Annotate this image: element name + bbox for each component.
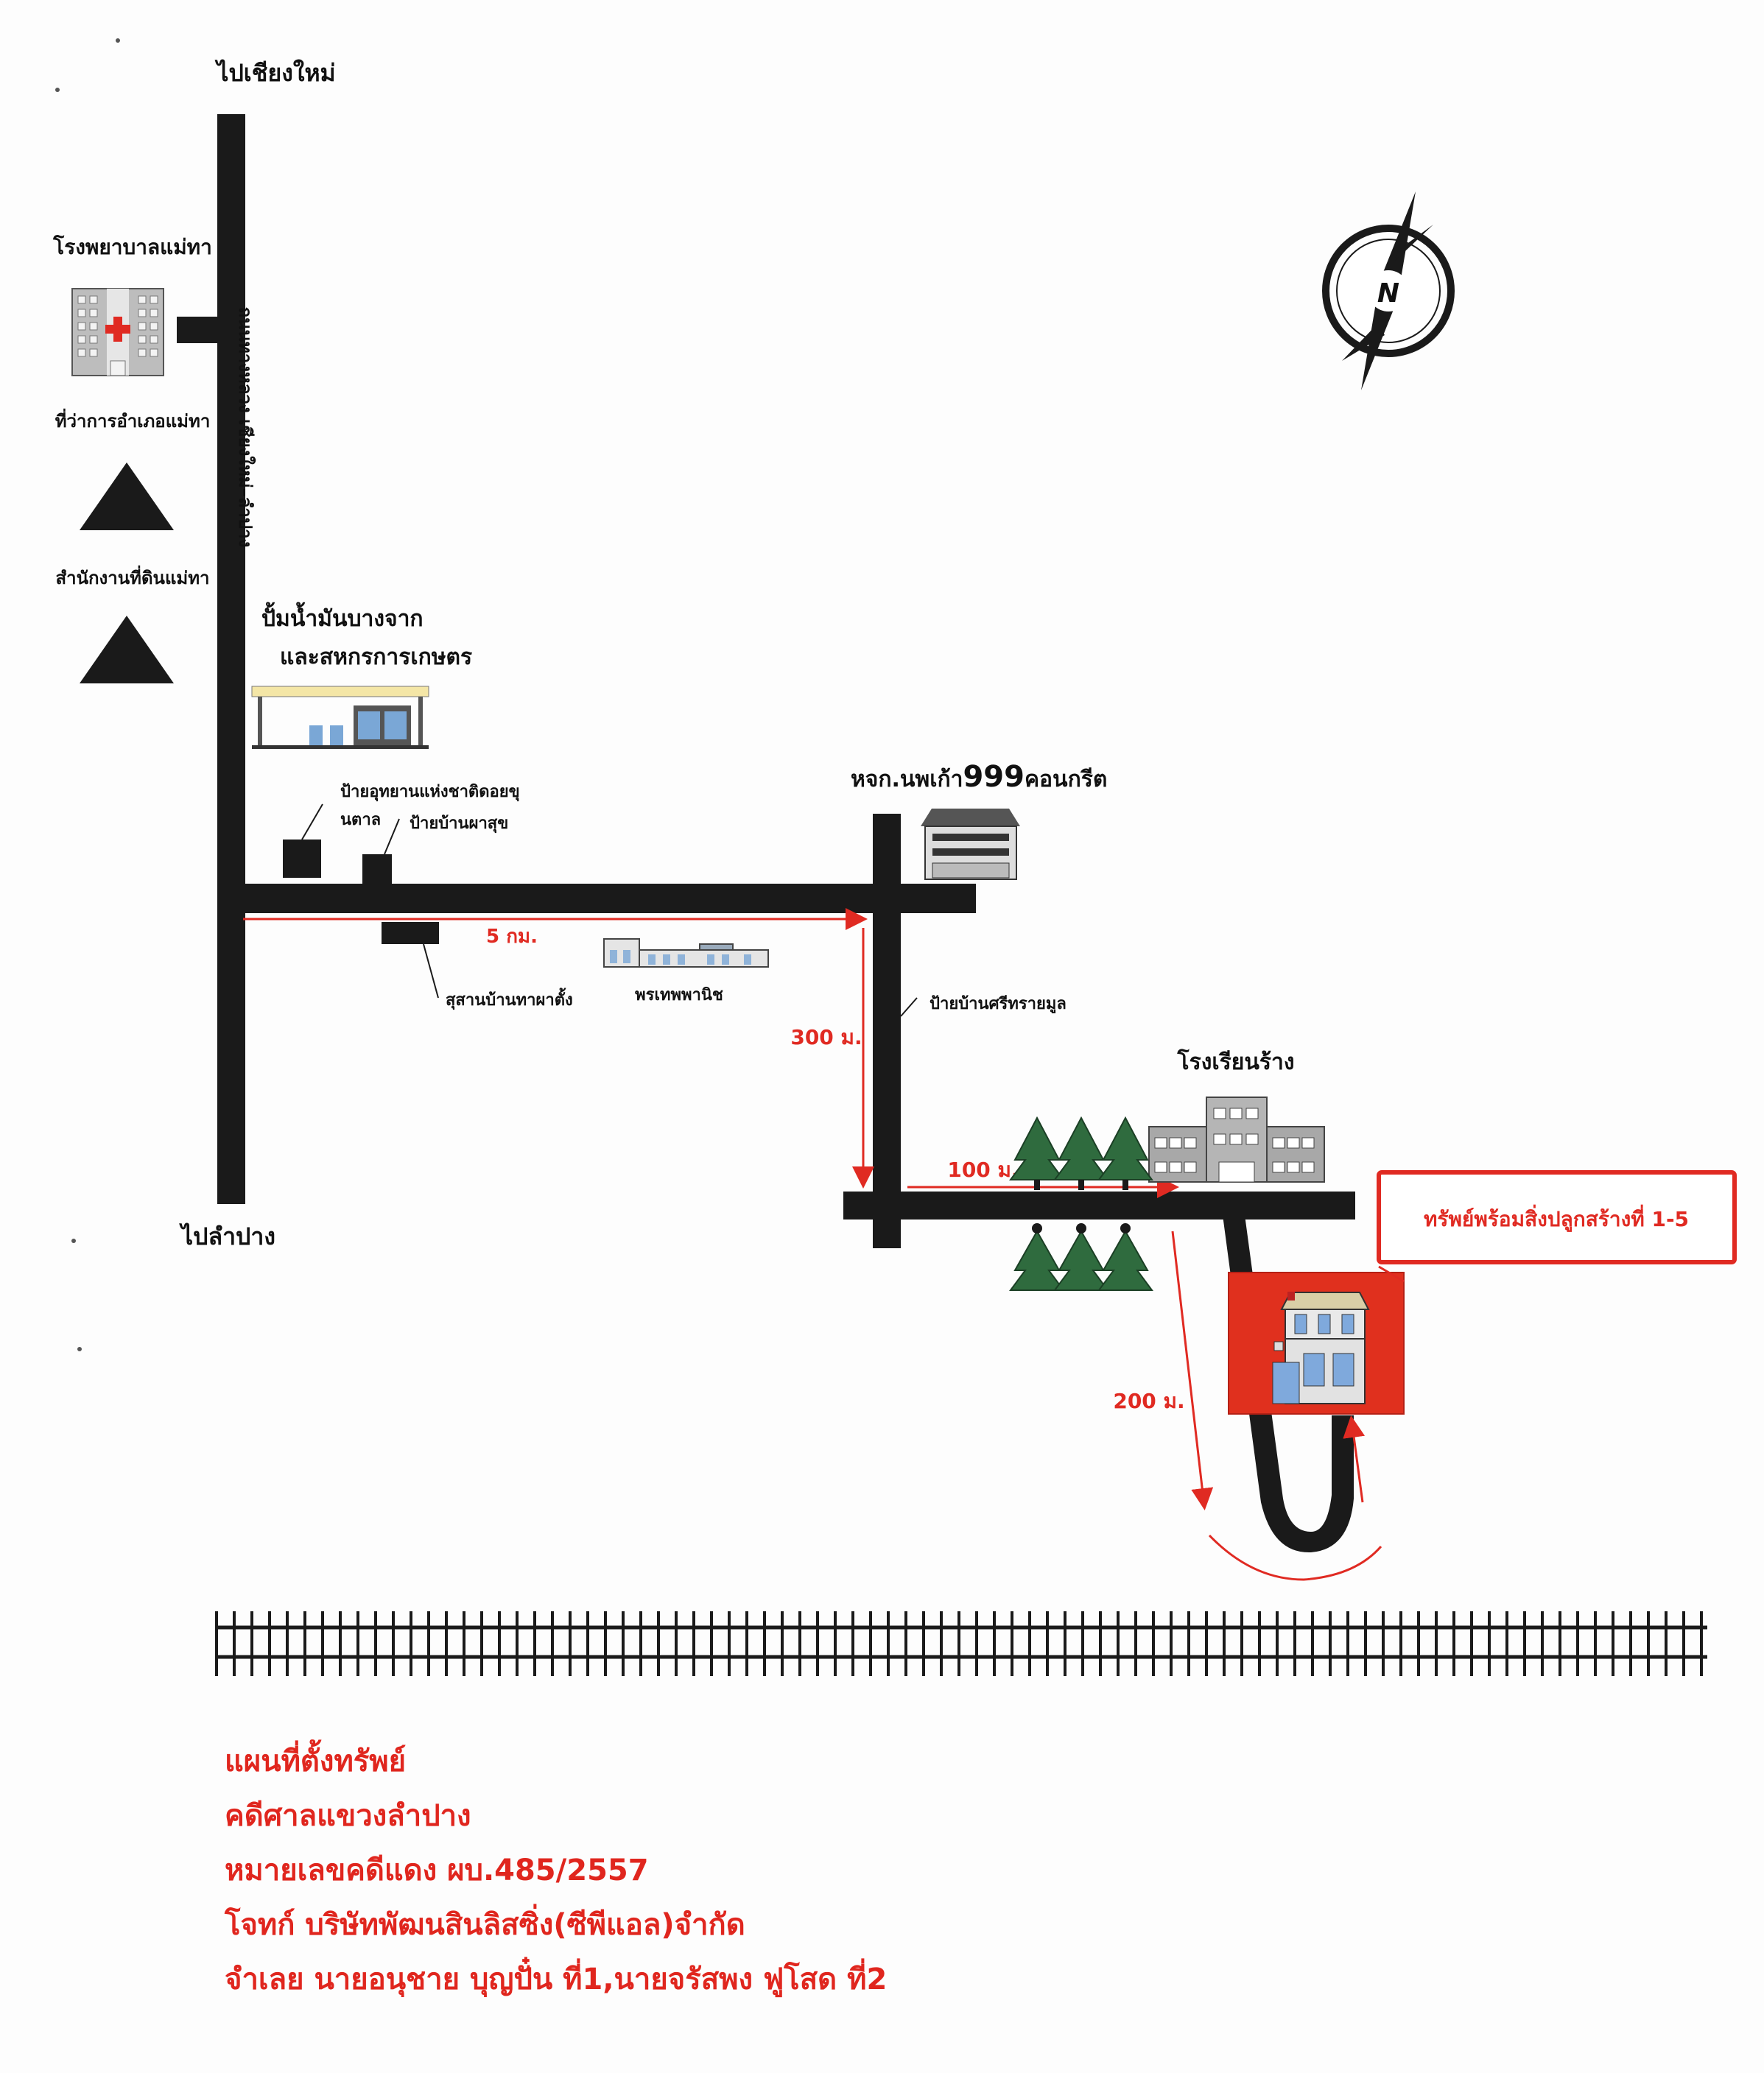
gas-station-label-line1: ปั้มน้ำมันบางจาก bbox=[261, 602, 424, 632]
gas-station-icon bbox=[251, 686, 429, 749]
highway-name-label: ถนนทางหลวง เชียงใหม่–ลำปาง bbox=[235, 307, 256, 548]
trees-upper bbox=[1009, 1116, 1153, 1180]
hospital-label: โรงพยาบาลแม่ทา bbox=[52, 234, 212, 259]
footer-plaintiff: โจทก์ บริษัทพัฒนสินลิสซิ่ง(ซีพีแอล)จำกัด bbox=[225, 1908, 745, 1942]
lower-road bbox=[843, 1192, 1355, 1219]
company-label: หจก.นพเก้า999คอนกรีต bbox=[851, 760, 1107, 794]
hospital-spur-road bbox=[177, 317, 221, 343]
to-chiang-mai-label: ไปเชียงใหม่ bbox=[214, 59, 335, 87]
footer-title: แผนที่ตั้งทรัพย์ bbox=[225, 1745, 407, 1778]
school-building-icon bbox=[1148, 1097, 1325, 1183]
secondary-road bbox=[232, 884, 976, 913]
pha-suk-sign-marker bbox=[362, 854, 392, 884]
property-house-icon bbox=[1272, 1292, 1370, 1404]
district-office-label: ที่ว่าการอำเภอแม่ทา bbox=[55, 408, 211, 432]
railway-track bbox=[215, 1611, 1707, 1676]
distance-arrow-return bbox=[1343, 1415, 1366, 1503]
compass-north-label: N bbox=[1377, 278, 1399, 309]
shop-icon bbox=[603, 938, 769, 968]
land-office-triangle-icon bbox=[80, 616, 174, 683]
park-sign-marker bbox=[283, 840, 321, 878]
si-sai-mun-sign-label: ป้ายบ้านศรีทรายมูล bbox=[930, 995, 1067, 1014]
district-office-triangle-icon bbox=[80, 462, 174, 530]
footer-case-number: หมายเลขคดีแดง ผบ.485/2557 bbox=[225, 1854, 649, 1887]
abandoned-school-label: โรงเรียนร้าง bbox=[1177, 1048, 1295, 1075]
land-office-label: สำนักงานที่ดินแม่ทา bbox=[55, 565, 209, 588]
company-building-icon bbox=[921, 809, 1020, 880]
to-lampang-label: ไปลำปาง bbox=[179, 1222, 275, 1250]
case-info-footer: แผนที่ตั้งทรัพย์ คดีศาลแขวงลำปาง หมายเลข… bbox=[225, 1734, 887, 2007]
shop-label: พรเทพพานิช bbox=[635, 986, 723, 1004]
pha-suk-sign-label: ป้ายบ้านผาสุข bbox=[410, 814, 508, 834]
compass-icon: N bbox=[1322, 191, 1455, 390]
distance-100m-label: 100 ม. bbox=[947, 1158, 1019, 1182]
distance-200m-label: 200 ม. bbox=[1113, 1389, 1184, 1413]
footer-defendants: จำเลย นายอนุชาย บุญปั๋น ที่1,นายจรัสพง ฟ… bbox=[225, 1963, 888, 1996]
cemetery-label: สุสานบ้านทาผาตั้ง bbox=[446, 988, 573, 1010]
gas-station-label-line2: และสหกรการเกษตร bbox=[280, 644, 472, 670]
park-sign-label-line1: ป้ายอุทยานแห่งชาติดอยขุ bbox=[340, 783, 520, 802]
footer-court: คดีศาลแขวงลำปาง bbox=[225, 1799, 471, 1833]
highway-road bbox=[217, 114, 245, 1204]
driveway-curve-arrow bbox=[1208, 1534, 1382, 1581]
distance-5km-label: 5 กม. bbox=[486, 926, 538, 948]
distance-300m-label: 300 ม. bbox=[790, 1025, 862, 1049]
property-label: ทรัพย์พร้อมสิ่งปลูกสร้างที่ 1-5 bbox=[1424, 1204, 1689, 1232]
property-label-box bbox=[1377, 1170, 1737, 1264]
cemetery-marker bbox=[382, 922, 439, 944]
park-sign-label-line2: นตาล bbox=[340, 811, 381, 829]
hospital-icon bbox=[71, 288, 164, 376]
distance-arrow-200m bbox=[1171, 1231, 1214, 1510]
trees-lower bbox=[1009, 1229, 1153, 1291]
connector-road bbox=[873, 814, 901, 1248]
